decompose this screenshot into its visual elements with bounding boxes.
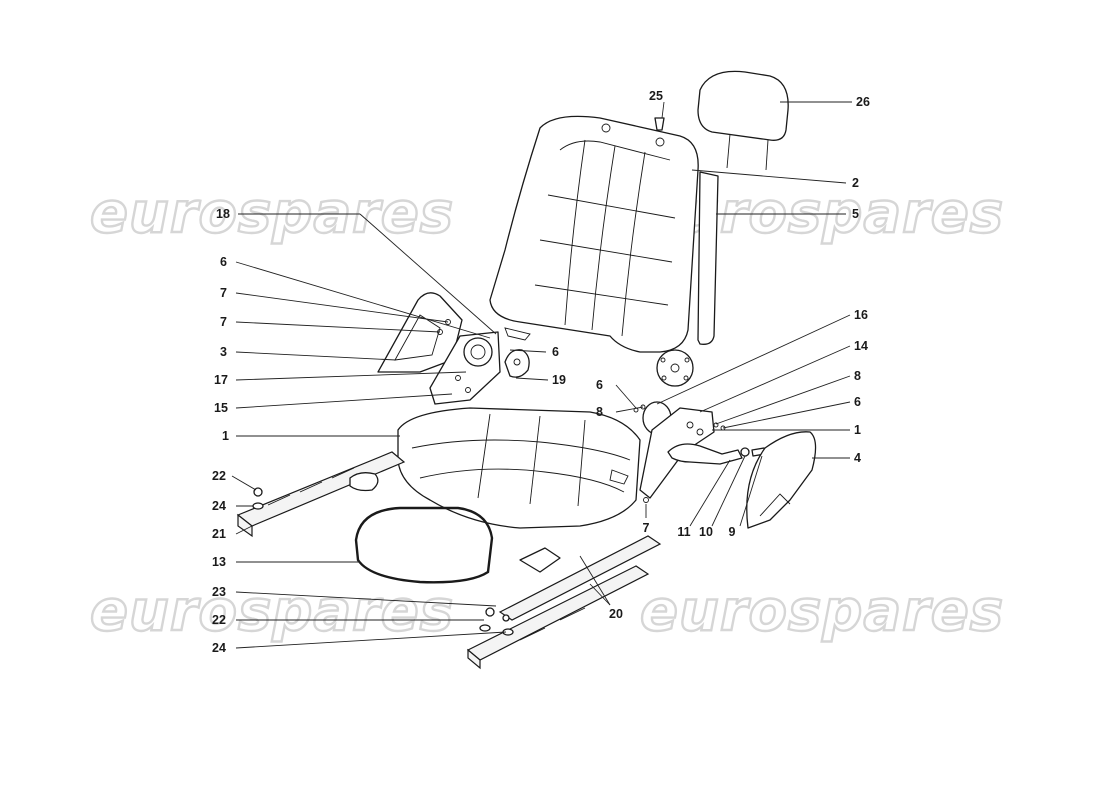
callout-7-left-lower: 7: [220, 315, 227, 329]
watermarks: eurospares eurospares eurospares eurospa…: [89, 180, 1004, 645]
seat-rail-left: [236, 451, 406, 538]
callout-7-bottom: 7: [643, 521, 650, 535]
callout-22-bottom: 22: [212, 613, 226, 627]
recline-lever: [667, 443, 743, 465]
washer-10: [740, 447, 750, 457]
callout-21: 21: [212, 527, 226, 541]
callout-16: 16: [854, 308, 868, 322]
seat-rail-right: [466, 535, 662, 670]
back-panel: [697, 171, 719, 345]
bolts: [252, 487, 514, 636]
callout-6-knob: 6: [552, 345, 559, 359]
recliner-disc: [656, 349, 694, 387]
callout-8-disc: 8: [596, 405, 603, 419]
clip-25: [654, 117, 665, 131]
callout-17: 17: [214, 373, 228, 387]
callout-1-cushion: 1: [222, 429, 229, 443]
callout-6-right: 6: [854, 395, 861, 409]
callout-20: 20: [609, 607, 623, 621]
seat-back: [489, 115, 699, 353]
seat-cushion: [397, 407, 641, 529]
callout-14: 14: [854, 339, 868, 353]
callout-26: 26: [856, 95, 870, 109]
watermark-bottom-right: eurospares: [640, 579, 1004, 644]
callout-8-right: 8: [854, 369, 861, 383]
callout-4: 4: [854, 451, 861, 465]
callout-9: 9: [729, 525, 736, 539]
callout-25: 25: [649, 89, 663, 103]
callout-18: 18: [216, 207, 230, 221]
callout-6-left-upper: 6: [220, 255, 227, 269]
callout-19: 19: [552, 373, 566, 387]
headrest: [697, 70, 789, 171]
watermark-top-left: eurospares: [90, 181, 454, 246]
callout-24-bottom: 24: [212, 641, 226, 655]
callout-5: 5: [852, 207, 859, 221]
watermark-bottom-left: eurospares: [90, 579, 454, 644]
leader-lines: [231, 101, 852, 649]
callout-1-right: 1: [854, 423, 861, 437]
callout-labels: 25 26 2 5 18 6 7 7 3 6 17 19 15 16 14 6 …: [212, 89, 870, 655]
side-cover-right: [746, 431, 817, 529]
seat-pan-frame: [354, 506, 494, 584]
callout-2: 2: [852, 176, 859, 190]
callout-23: 23: [212, 585, 226, 599]
parts: [236, 70, 817, 670]
callout-6-disc: 6: [596, 378, 603, 392]
callout-24-left: 24: [212, 499, 226, 513]
callout-10: 10: [699, 525, 713, 539]
callout-7-left-upper: 7: [220, 286, 227, 300]
knob-19: [504, 349, 530, 378]
callout-15: 15: [214, 401, 228, 415]
callout-3: 3: [220, 345, 227, 359]
callout-22-left: 22: [212, 469, 226, 483]
callout-13: 13: [212, 555, 226, 569]
bracket-left: [429, 331, 501, 405]
callout-11: 11: [677, 525, 690, 539]
